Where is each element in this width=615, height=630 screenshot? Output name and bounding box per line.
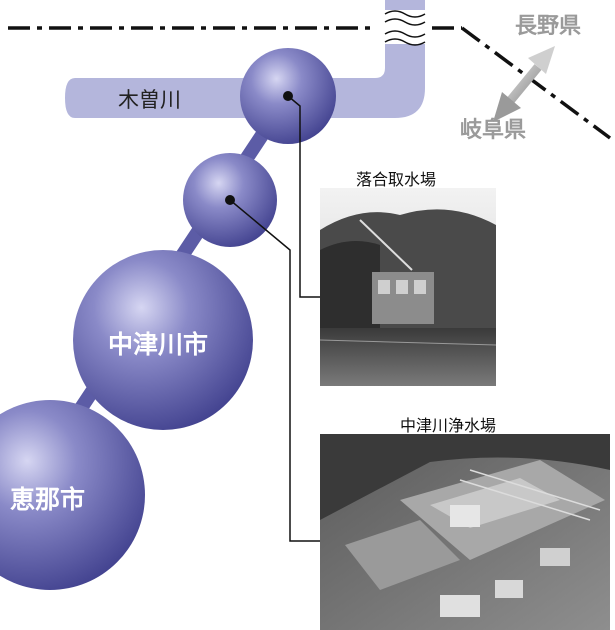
- leader-line-purification: [229, 199, 322, 542]
- double-arrow-icon: [493, 46, 555, 122]
- break-mark: [382, 10, 428, 46]
- river-label: 木曽川: [118, 88, 181, 112]
- prefecture-label-nagano: 長野県: [515, 14, 582, 39]
- purification-plant-photo: [320, 434, 610, 630]
- caption-ochiai-intake: 落合取水場: [356, 170, 437, 189]
- intake-photo: [319, 188, 497, 386]
- intake-point: [283, 91, 293, 101]
- prefecture-boundary: [8, 26, 612, 140]
- city-label-ena: 恵那市: [10, 485, 86, 514]
- nakatsugawa-city-sphere: [73, 250, 253, 430]
- caption-nakatsugawa-plant: 中津川浄水場: [400, 416, 497, 435]
- leader-line-intake: [287, 95, 322, 298]
- purification-point: [225, 195, 235, 205]
- city-label-nakatsugawa: 中津川市: [108, 330, 209, 359]
- prefecture-label-gifu: 岐阜県: [460, 118, 527, 143]
- ena-city-sphere: [0, 400, 145, 590]
